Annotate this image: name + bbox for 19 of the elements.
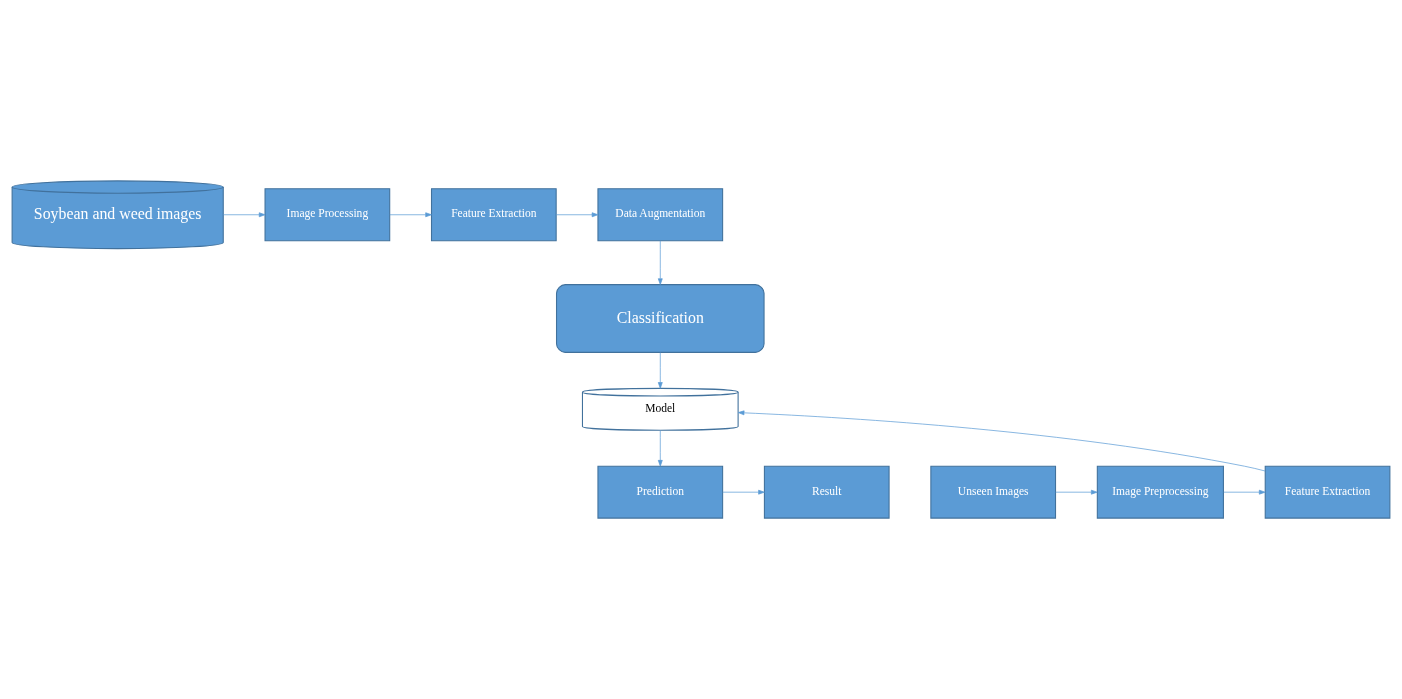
node-box: Data Augmentation xyxy=(597,188,724,242)
node-box: Feature Extraction xyxy=(1264,465,1391,519)
node-box: Prediction xyxy=(597,465,724,519)
node-box: Unseen Images xyxy=(930,465,1057,519)
node-box: Image Processing xyxy=(264,188,391,242)
node-box: Result xyxy=(763,465,890,519)
node-box: Feature Extraction xyxy=(430,188,557,242)
node-box: Image Preprocessing xyxy=(1096,465,1224,519)
arrow xyxy=(1223,489,1266,495)
arrow xyxy=(657,430,663,467)
arrow xyxy=(1055,489,1098,495)
arrow xyxy=(737,410,1266,472)
arrow xyxy=(223,212,266,218)
node-box: Classification xyxy=(556,284,765,353)
arrow xyxy=(657,352,663,389)
arrow xyxy=(389,212,432,218)
arrow xyxy=(555,212,599,218)
arrow xyxy=(722,489,765,495)
arrow xyxy=(657,240,663,285)
